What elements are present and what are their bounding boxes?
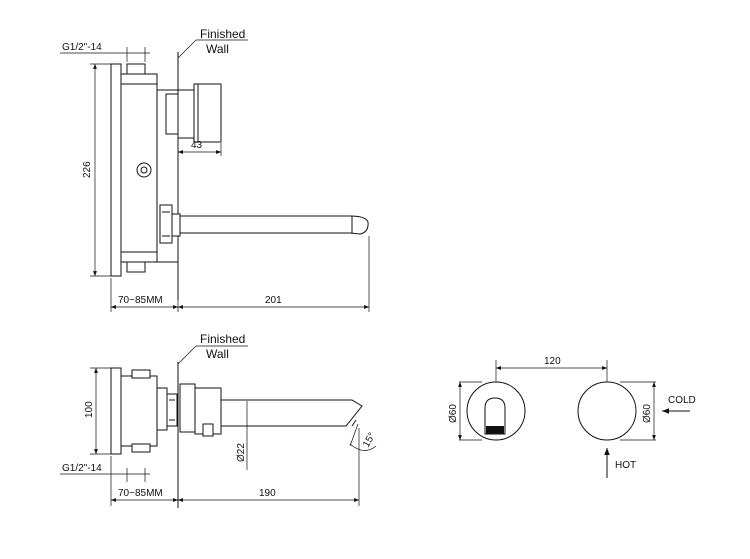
bottom-lug-2	[131, 443, 151, 453]
wall-leader	[177, 39, 197, 59]
depth-range-bottom: 70~85MM	[118, 488, 163, 499]
spout-escutcheon	[466, 381, 526, 441]
thread-label-top: G1/2"-14	[62, 42, 102, 53]
mounting-plate-2	[110, 367, 122, 455]
spout-2	[221, 399, 363, 427]
wall-leader-2	[177, 345, 197, 365]
angle-arc	[349, 443, 377, 451]
dim-43: 43	[191, 140, 203, 151]
spout	[180, 215, 369, 235]
spout-ring	[171, 213, 181, 237]
front-view: 120 Ø60 Ø60 COLD HOT	[448, 356, 696, 478]
dim-190: 190	[259, 488, 276, 499]
dia-60-left: Ø60	[448, 404, 459, 423]
top-lug-2	[131, 369, 151, 379]
set-screw-outer	[136, 162, 152, 178]
handle-collar	[177, 89, 195, 139]
dim-22: Ø22	[236, 443, 247, 462]
handle-escutcheon	[577, 381, 637, 441]
cold-label: COLD	[668, 395, 696, 406]
bottom-lug	[126, 261, 146, 273]
depth-range-top: 70~85MM	[118, 295, 163, 306]
spout-tip	[351, 419, 357, 427]
spout-nut	[159, 204, 173, 244]
port-nut	[166, 393, 178, 427]
top-lug	[126, 63, 146, 75]
mounting-plate	[110, 63, 122, 277]
handle-tab	[202, 423, 214, 437]
aerator	[486, 426, 504, 434]
angle-leg	[349, 423, 359, 447]
valve-body	[120, 73, 158, 263]
set-screw-inner	[140, 166, 148, 174]
cartridge-neck	[165, 93, 179, 135]
spout-outlet	[484, 397, 506, 435]
cover-plate	[179, 383, 196, 433]
wall-label-2: Wall	[206, 347, 229, 361]
dim-100: 100	[84, 401, 95, 418]
thread-label-bottom: G1/2"-14	[62, 463, 102, 474]
dim-226: 226	[82, 161, 93, 178]
finished-label: Finished	[200, 27, 245, 41]
valve-body-2	[120, 375, 158, 447]
dia-60-right: Ø60	[642, 404, 653, 423]
side-view-top: Finished Wall G1/2"-14	[60, 27, 370, 312]
dim-201: 201	[265, 295, 282, 306]
dim-120: 120	[544, 356, 561, 367]
port-block	[156, 387, 168, 431]
wall-label: Wall	[206, 42, 229, 56]
finished-label-2: Finished	[200, 332, 245, 346]
hot-label: HOT	[615, 460, 636, 471]
side-view-bottom: Finished Wall 15° Ø22 100 G1/2"-14	[60, 332, 378, 508]
